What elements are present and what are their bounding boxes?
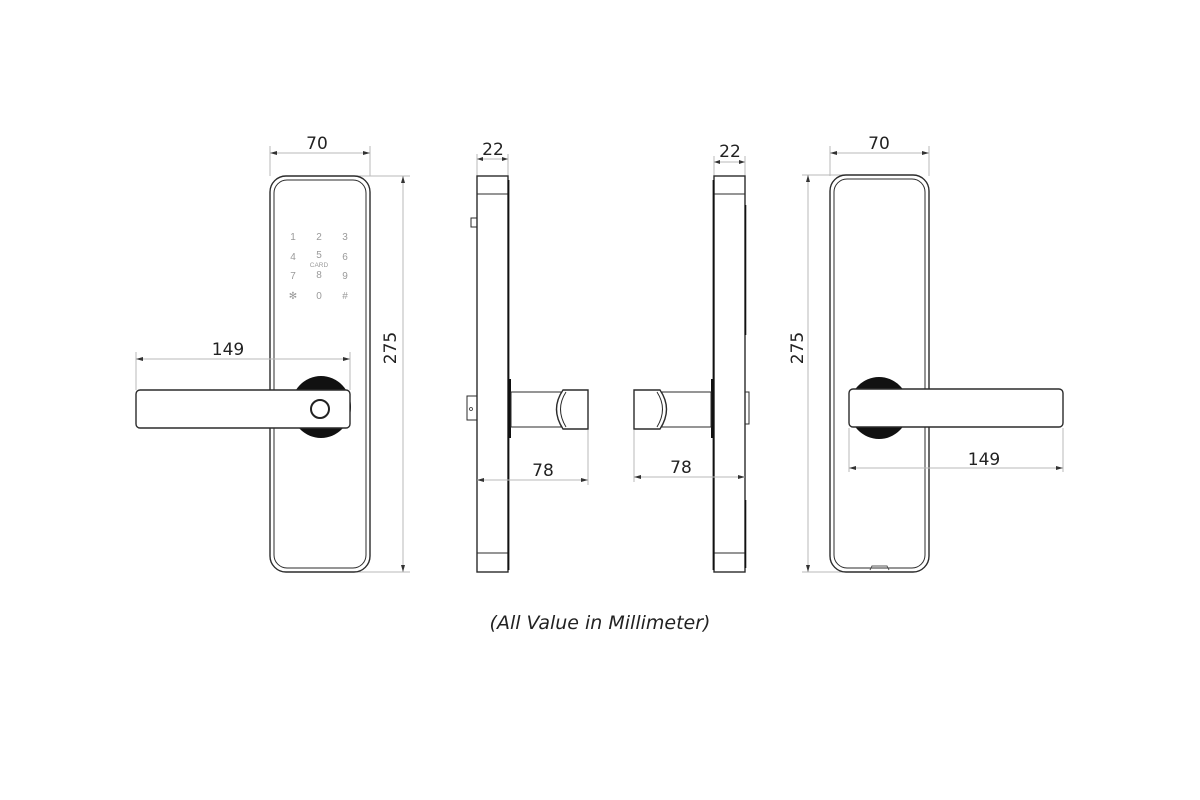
back-height-dimension: 275 <box>788 174 860 573</box>
units-caption: (All Value in Millimeter) <box>489 612 711 634</box>
key-8: 8 <box>316 270 322 281</box>
key-hash: # <box>342 291 348 302</box>
back-plate-inner <box>833 178 926 569</box>
card-label: CARD <box>310 262 329 269</box>
left-side-body <box>476 175 509 573</box>
right-rose-profile <box>711 379 714 438</box>
right-handle-shaft <box>661 391 712 428</box>
side-view-left: 22 78 <box>466 140 589 573</box>
left-handle-shaft <box>510 391 562 428</box>
side-view-right: 22 78 <box>633 142 750 573</box>
front-handle-dimension: 149 <box>135 340 351 390</box>
key-2: 2 <box>316 232 322 243</box>
key-6: 6 <box>342 252 348 263</box>
key-0: 0 <box>316 291 322 302</box>
left-rose-profile <box>508 379 511 438</box>
fingerprint-sensor-icon <box>310 399 330 419</box>
left-side-latch <box>466 395 478 421</box>
right-projection-dimension: 78 <box>633 430 745 482</box>
left-depth-label: 22 <box>482 140 504 160</box>
front-height-label: 275 <box>381 332 401 364</box>
front-plate <box>269 175 371 573</box>
back-handle-dimension: 149 <box>848 428 1064 472</box>
front-width-dimension: 70 <box>269 134 371 176</box>
right-side-latch <box>744 391 750 425</box>
front-width-label: 70 <box>306 134 328 154</box>
back-width-label: 70 <box>868 134 890 154</box>
right-depth-label: 22 <box>719 142 741 162</box>
key-5: 5 <box>316 250 322 261</box>
left-handle-end <box>555 389 589 430</box>
back-view: 70 275 149 <box>788 134 1064 573</box>
right-depth-dimension: 22 <box>713 142 746 176</box>
back-lever-handle <box>848 388 1064 428</box>
key-4: 4 <box>290 252 296 263</box>
keypad: 1 2 3 4 5 6 CARD 7 8 9 ✻ 0 # <box>289 232 348 302</box>
front-lever-handle <box>135 389 351 429</box>
key-7: 7 <box>290 271 296 282</box>
front-height-dimension: 275 <box>345 175 410 573</box>
key-9: 9 <box>342 271 348 282</box>
key-3: 3 <box>342 232 348 243</box>
right-handle-end <box>633 389 668 430</box>
front-view: 70 275 1 2 3 4 5 6 CARD 7 8 9 ✻ 0 <box>135 134 410 573</box>
key-star: ✻ <box>289 291 297 302</box>
front-plate-inner <box>273 179 367 569</box>
left-projection-dimension: 78 <box>477 430 589 485</box>
left-side-tab <box>470 217 478 228</box>
back-width-dimension: 70 <box>829 134 930 176</box>
left-projection-label: 78 <box>532 461 554 481</box>
back-plate <box>829 174 930 573</box>
right-side-body <box>713 175 746 573</box>
back-plate-notch <box>869 565 890 571</box>
right-projection-label: 78 <box>670 458 692 478</box>
front-handle-label: 149 <box>212 340 244 360</box>
left-depth-dimension: 22 <box>476 140 509 176</box>
back-handle-label: 149 <box>968 450 1000 470</box>
key-1: 1 <box>290 232 296 243</box>
back-height-label: 275 <box>788 332 808 364</box>
